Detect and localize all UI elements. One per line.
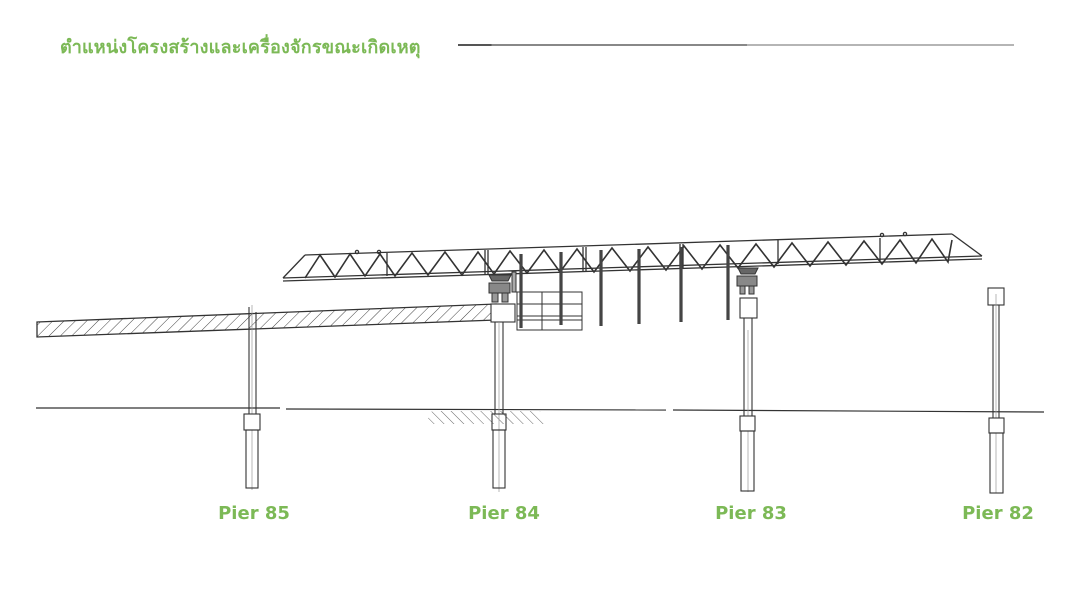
soil-hatch — [425, 411, 545, 424]
pier-82 — [987, 287, 1005, 494]
pier-label-83: Pier 83 — [715, 503, 787, 524]
gantry-rear-support — [736, 267, 759, 295]
launching-gantry-truss — [282, 231, 983, 282]
pier-85 — [243, 305, 261, 490]
pier-label-82: Pier 82 — [962, 503, 1034, 524]
pier-label-84: Pier 84 — [468, 503, 540, 524]
gantry-front-support — [488, 271, 517, 303]
bridge-deck — [36, 303, 497, 338]
pier-83 — [739, 297, 758, 492]
ground-line — [36, 407, 1045, 413]
pier-84 — [490, 303, 516, 492]
pier-label-85: Pier 85 — [218, 503, 290, 524]
suspension-hangers — [519, 245, 730, 328]
page-title: ตำแหน่งโครงสร้างและเครื่องจักรขณะเกิดเหต… — [60, 37, 421, 58]
title-divider — [458, 44, 1014, 46]
precast-segment-frame — [516, 291, 583, 331]
